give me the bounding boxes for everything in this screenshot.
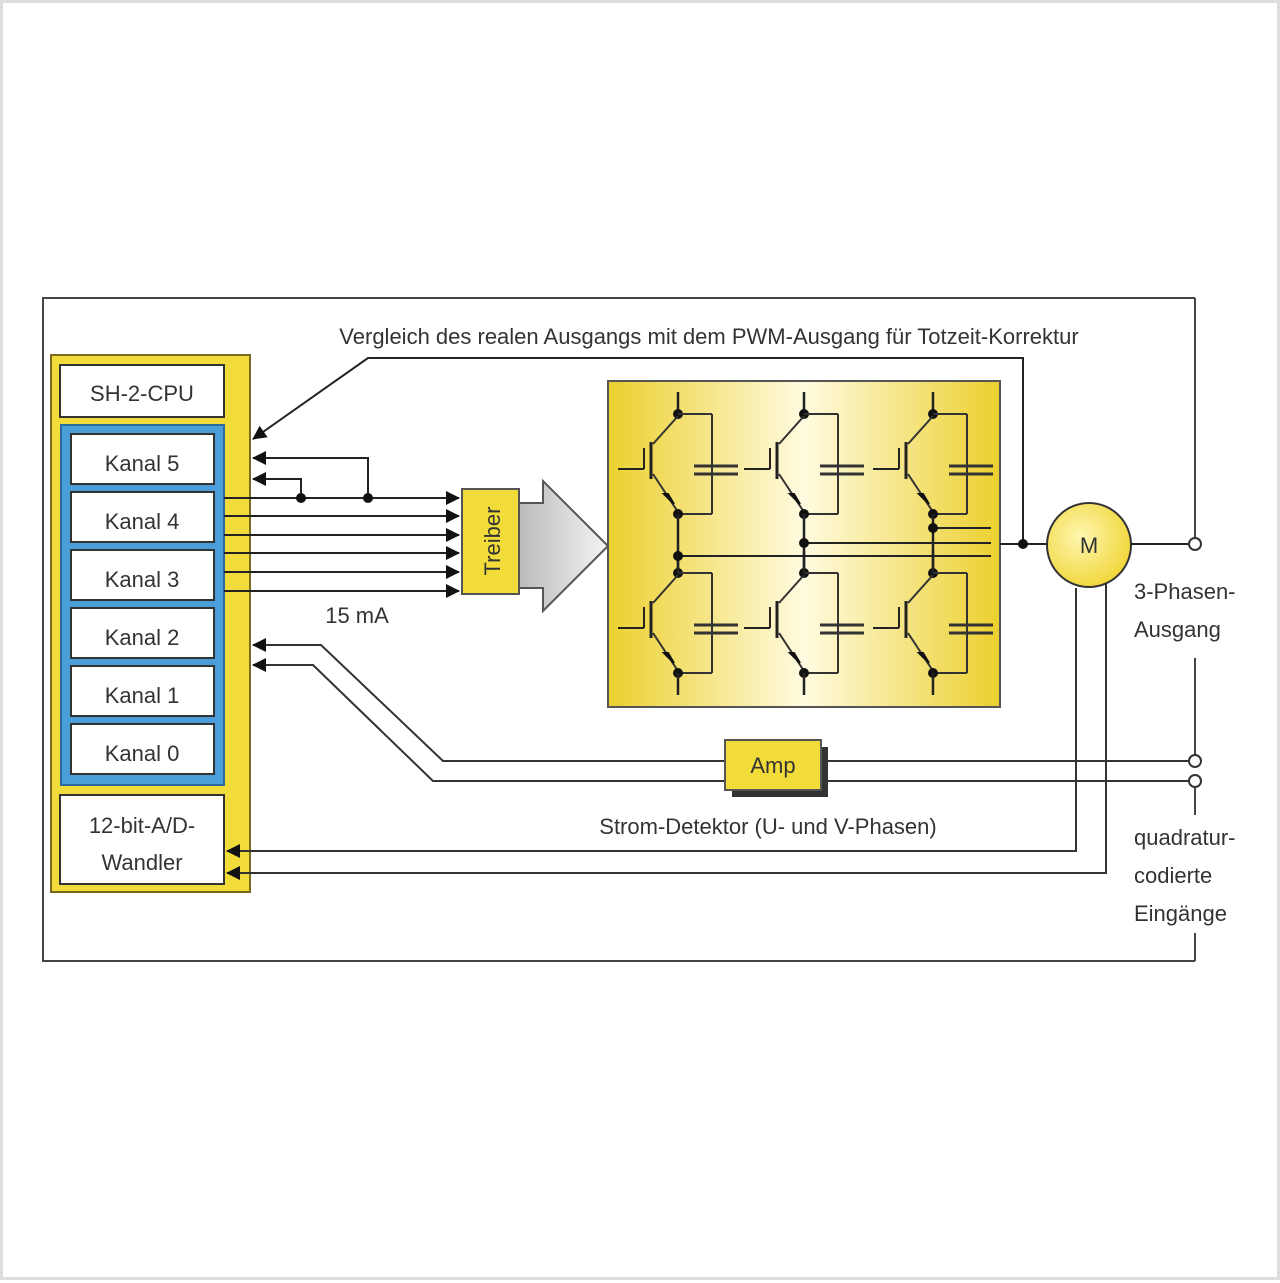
- amplifier: [724, 739, 822, 791]
- junction-dot: [296, 493, 306, 503]
- encoder-line-b: [226, 583, 1107, 880]
- current-label: 15 mA: [325, 603, 389, 628]
- cpu-label: SH-2-CPU: [90, 381, 194, 406]
- channel-2-label: Kanal 2: [105, 625, 180, 650]
- encoder-label-line1: quadratur-: [1134, 825, 1236, 850]
- output-label-line1: 3-Phasen-: [1134, 579, 1236, 604]
- channel-list: Kanal 5 Kanal 4 Kanal 3 Kanal 2 Kanal 1 …: [70, 433, 215, 775]
- channel-5: [70, 433, 215, 485]
- motor-label: M: [1080, 533, 1098, 558]
- channel-3: [70, 549, 215, 601]
- channel-1: [70, 665, 215, 717]
- driver-label: Treiber: [480, 507, 505, 576]
- channel-5-label: Kanal 5: [105, 451, 180, 476]
- amp-label: Amp: [750, 753, 795, 778]
- motor-control-diagram: Vergleich des realen Ausgangs mit dem PW…: [42, 297, 1236, 962]
- current-detector-label: Strom-Detektor (U- und V-Phasen): [599, 814, 936, 839]
- channel-2: [70, 607, 215, 659]
- feedback-line: [252, 357, 1024, 544]
- channel-4: [70, 491, 215, 543]
- encoder-label-line2: codierte: [1134, 863, 1212, 888]
- output-label-line2: Ausgang: [1134, 617, 1221, 642]
- sense-terminal-u: [1188, 754, 1202, 768]
- output-terminal: [1188, 537, 1202, 551]
- power-arrow: [518, 478, 610, 614]
- igbt-transistors: [616, 390, 995, 695]
- sense-terminal-v: [1188, 774, 1202, 788]
- channel-4-label: Kanal 4: [105, 509, 180, 534]
- channel-0-label: Kanal 0: [105, 741, 180, 766]
- adc-label-line2: Wandler: [101, 850, 182, 875]
- encoder-line-a: [226, 588, 1077, 858]
- outer-frame: [42, 297, 1195, 962]
- cpu-label-box: [59, 364, 225, 418]
- pwm-lines: [224, 451, 460, 598]
- adc-label-line1: 12-bit-A/D-: [89, 813, 195, 838]
- channel-3-label: Kanal 3: [105, 567, 180, 592]
- channel-1-label: Kanal 1: [105, 683, 180, 708]
- encoder-label-line3: Eingänge: [1134, 901, 1227, 926]
- adc-box: [59, 794, 225, 885]
- feedback-annotation: Vergleich des realen Ausgangs mit dem PW…: [339, 324, 1078, 349]
- junction-dot: [363, 493, 373, 503]
- channel-0: [70, 723, 215, 775]
